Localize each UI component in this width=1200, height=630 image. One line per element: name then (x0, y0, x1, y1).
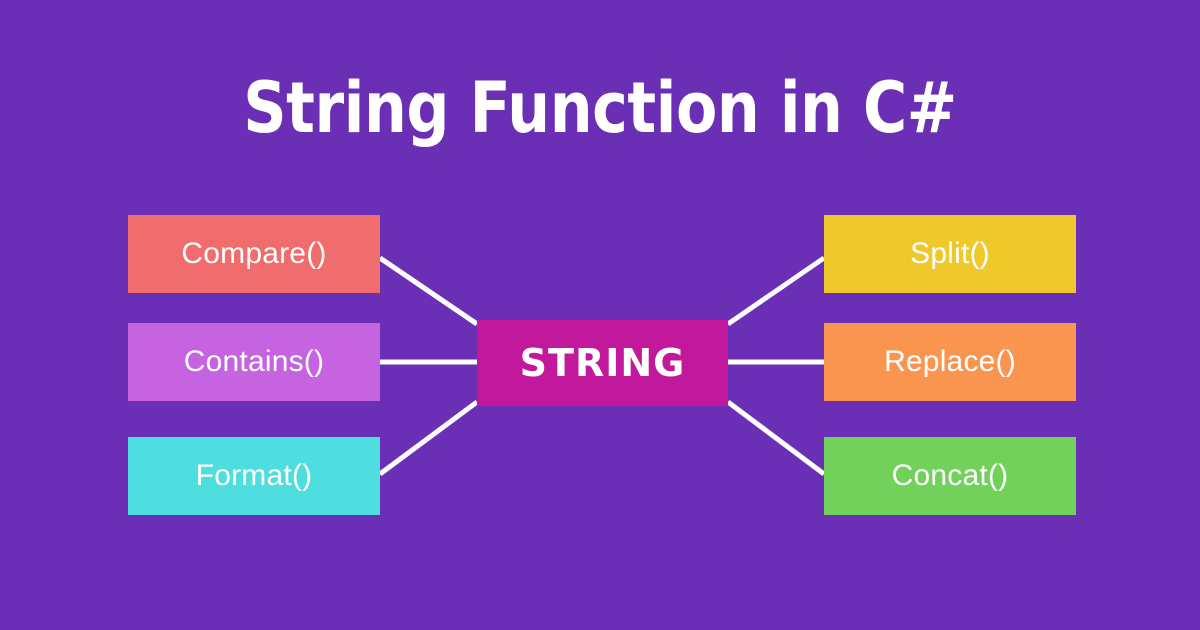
connector-compare (378, 255, 479, 327)
node-box-replace[interactable]: Replace() (824, 323, 1076, 401)
node-label: Replace() (884, 345, 1016, 378)
node-box-contains[interactable]: Contains() (128, 323, 380, 401)
node-label: STRING (519, 341, 686, 385)
connector-split (726, 255, 826, 327)
node-box-format[interactable]: Format() (128, 437, 380, 515)
node-label: Format() (195, 459, 313, 492)
node-box-split[interactable]: Split() (824, 215, 1076, 293)
node-box-concat[interactable]: Concat() (824, 437, 1076, 515)
connector-lines (378, 255, 826, 477)
node-label: Concat() (891, 459, 1009, 492)
node-label: Contains() (183, 345, 325, 378)
connector-concat (726, 400, 826, 476)
node-box-compare[interactable]: Compare() (128, 215, 380, 293)
page-title: String Function in C# (243, 67, 957, 149)
node-label: Compare() (181, 237, 327, 270)
connector-format (378, 399, 479, 477)
node-label: Split() (910, 237, 990, 270)
center-node-string[interactable]: STRING (477, 320, 728, 406)
